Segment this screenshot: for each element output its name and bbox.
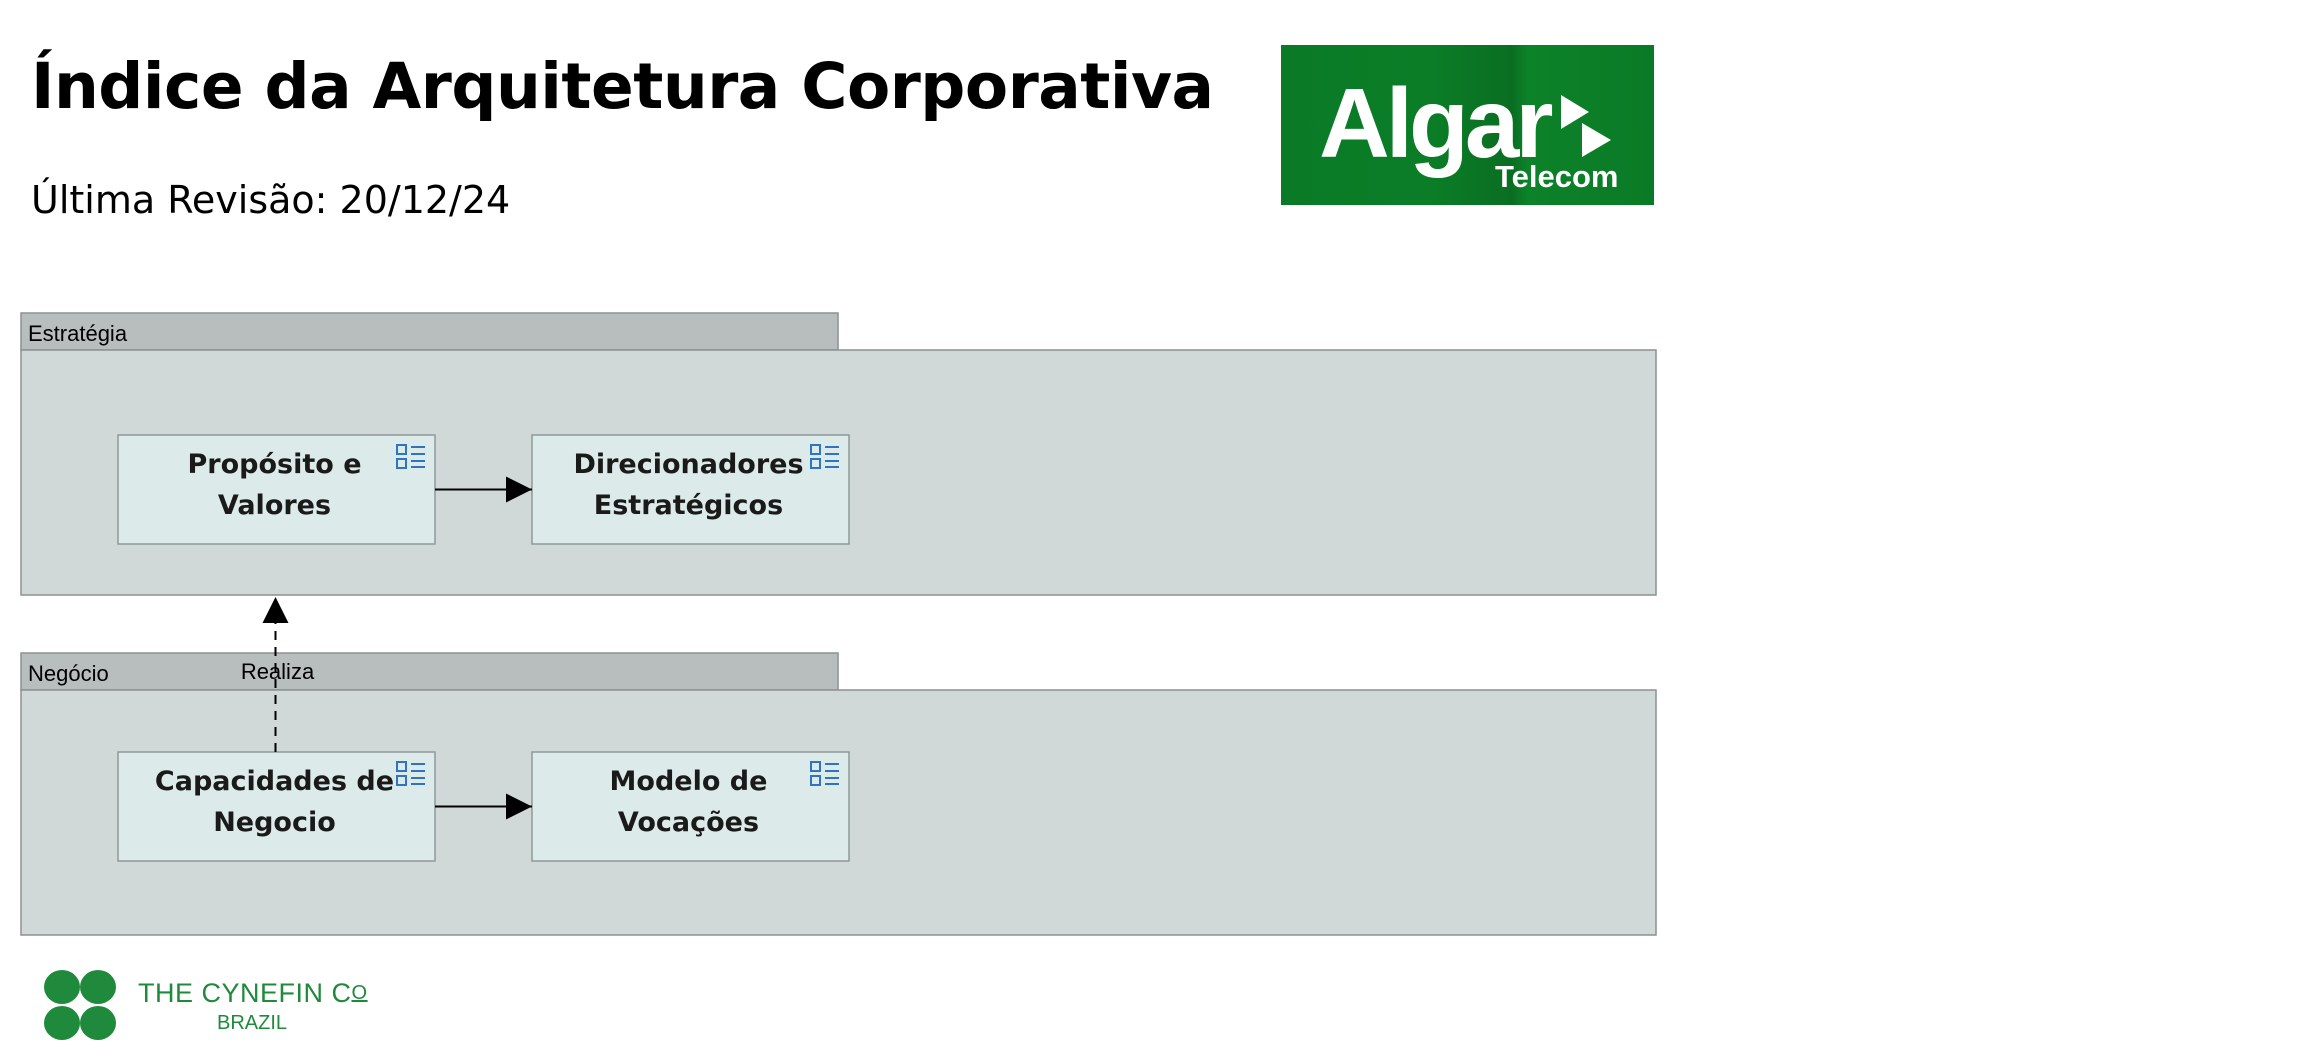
view-reference-icon xyxy=(810,444,839,469)
algar-logo-graphic: Algar Telecom xyxy=(1319,68,1618,194)
node-label-line: Propósito e xyxy=(187,449,361,480)
node-box xyxy=(531,751,850,862)
page-title: Índice da Arquitetura Corporativa xyxy=(31,50,1214,123)
svg-text:Telecom: Telecom xyxy=(1495,159,1618,194)
node-label-line: Valores xyxy=(218,490,331,521)
algar-telecom-logo: Algar Telecom xyxy=(1281,45,1654,205)
play-arrow-icon xyxy=(1561,95,1589,129)
cynefin-clover-icon xyxy=(44,970,116,1040)
node-modelo[interactable]: Modelo de Vocações xyxy=(531,751,850,862)
group-tab xyxy=(20,652,839,691)
node-proposito[interactable]: Propósito e Valores xyxy=(117,434,436,545)
node-label-line: Modelo de xyxy=(610,766,768,797)
play-arrow-icon xyxy=(1582,123,1611,157)
view-reference-icon xyxy=(396,761,425,786)
revision-date: Última Revisão: 20/12/24 xyxy=(31,178,511,222)
group-label: Estratégia xyxy=(28,321,128,346)
node-box xyxy=(117,751,436,862)
node-box xyxy=(117,434,436,545)
edge-label: Realiza xyxy=(241,659,315,684)
cynefin-logo: THE CYNEFIN CO BRAZIL xyxy=(42,968,382,1048)
node-capacidades[interactable]: Capacidades de Negocio xyxy=(117,751,436,862)
node-label-line: Vocações xyxy=(618,807,759,838)
edge-capacidades-proposito[interactable]: Realiza xyxy=(241,597,315,752)
cynefin-country: BRAZIL xyxy=(217,1012,288,1034)
node-label-line: Negocio xyxy=(213,807,336,838)
group-tab xyxy=(20,312,839,351)
group-label: Negócio xyxy=(28,661,109,686)
view-reference-icon xyxy=(396,444,425,469)
node-box xyxy=(531,434,850,545)
node-label-line: Direcionadores xyxy=(573,449,803,480)
node-label-line: Capacidades de xyxy=(155,766,394,797)
view-reference-icon xyxy=(810,761,839,786)
node-label-line: Estratégicos xyxy=(594,490,783,521)
svg-text:Algar: Algar xyxy=(1319,68,1552,178)
cynefin-brand-name: THE CYNEFIN CO xyxy=(138,978,368,1008)
